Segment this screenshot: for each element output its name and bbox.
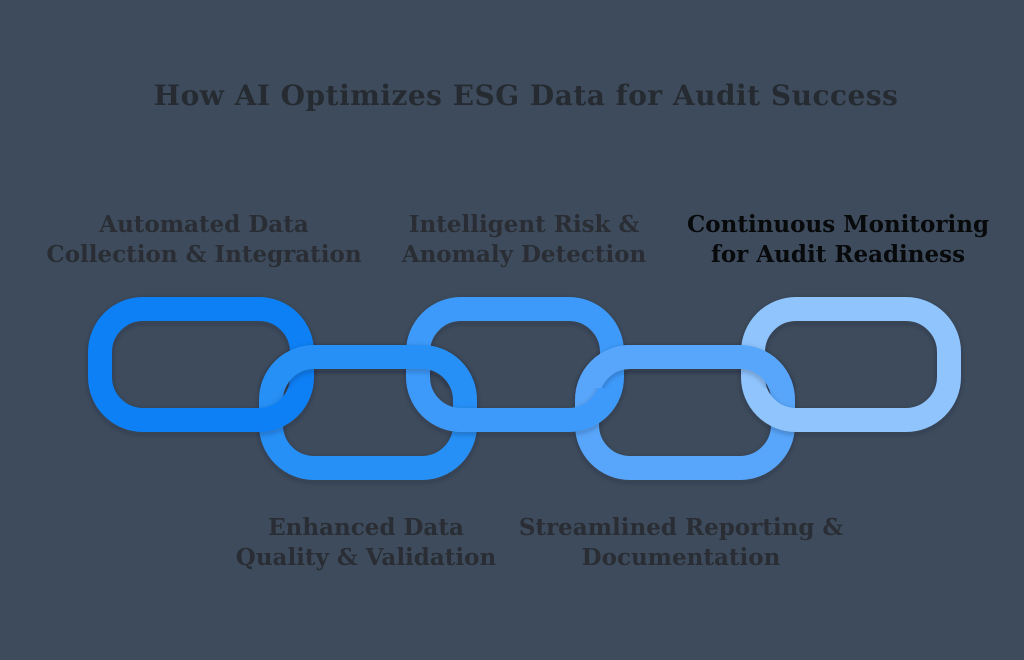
step-label-2-line-2: Quality & Validation — [235, 544, 497, 571]
step-label-4-line-1: Streamlined Reporting & — [518, 514, 844, 541]
step-label-5-line-1: Continuous Monitoring — [686, 211, 990, 238]
step-label-4-line-2: Documentation — [581, 544, 781, 571]
chain-weave-overlay — [260, 345, 794, 388]
step-label-3-line-2: Anomaly Detection — [401, 241, 647, 268]
step-label-1-line-1: Automated Data — [99, 211, 309, 238]
step-label-2: Enhanced Data Quality & Validation — [236, 513, 496, 573]
step-label-1: Automated Data Collection & Integration — [46, 210, 361, 270]
step-label-2-line-1: Enhanced Data — [268, 514, 464, 541]
step-label-1-line-2: Collection & Integration — [46, 241, 362, 268]
step-label-5-line-2: for Audit Readiness — [710, 241, 966, 268]
page-title: How AI Optimizes ESG Data for Audit Succ… — [153, 79, 899, 112]
chain-link-4-weave — [576, 345, 794, 388]
chain-link-2-weave — [260, 345, 476, 388]
step-label-3-line-1: Intelligent Risk & — [408, 211, 640, 238]
step-label-5: Continuous Monitoring for Audit Readines… — [687, 210, 989, 270]
step-label-3: Intelligent Risk & Anomaly Detection — [402, 210, 647, 270]
step-label-4: Streamlined Reporting & Documentation — [519, 513, 843, 573]
